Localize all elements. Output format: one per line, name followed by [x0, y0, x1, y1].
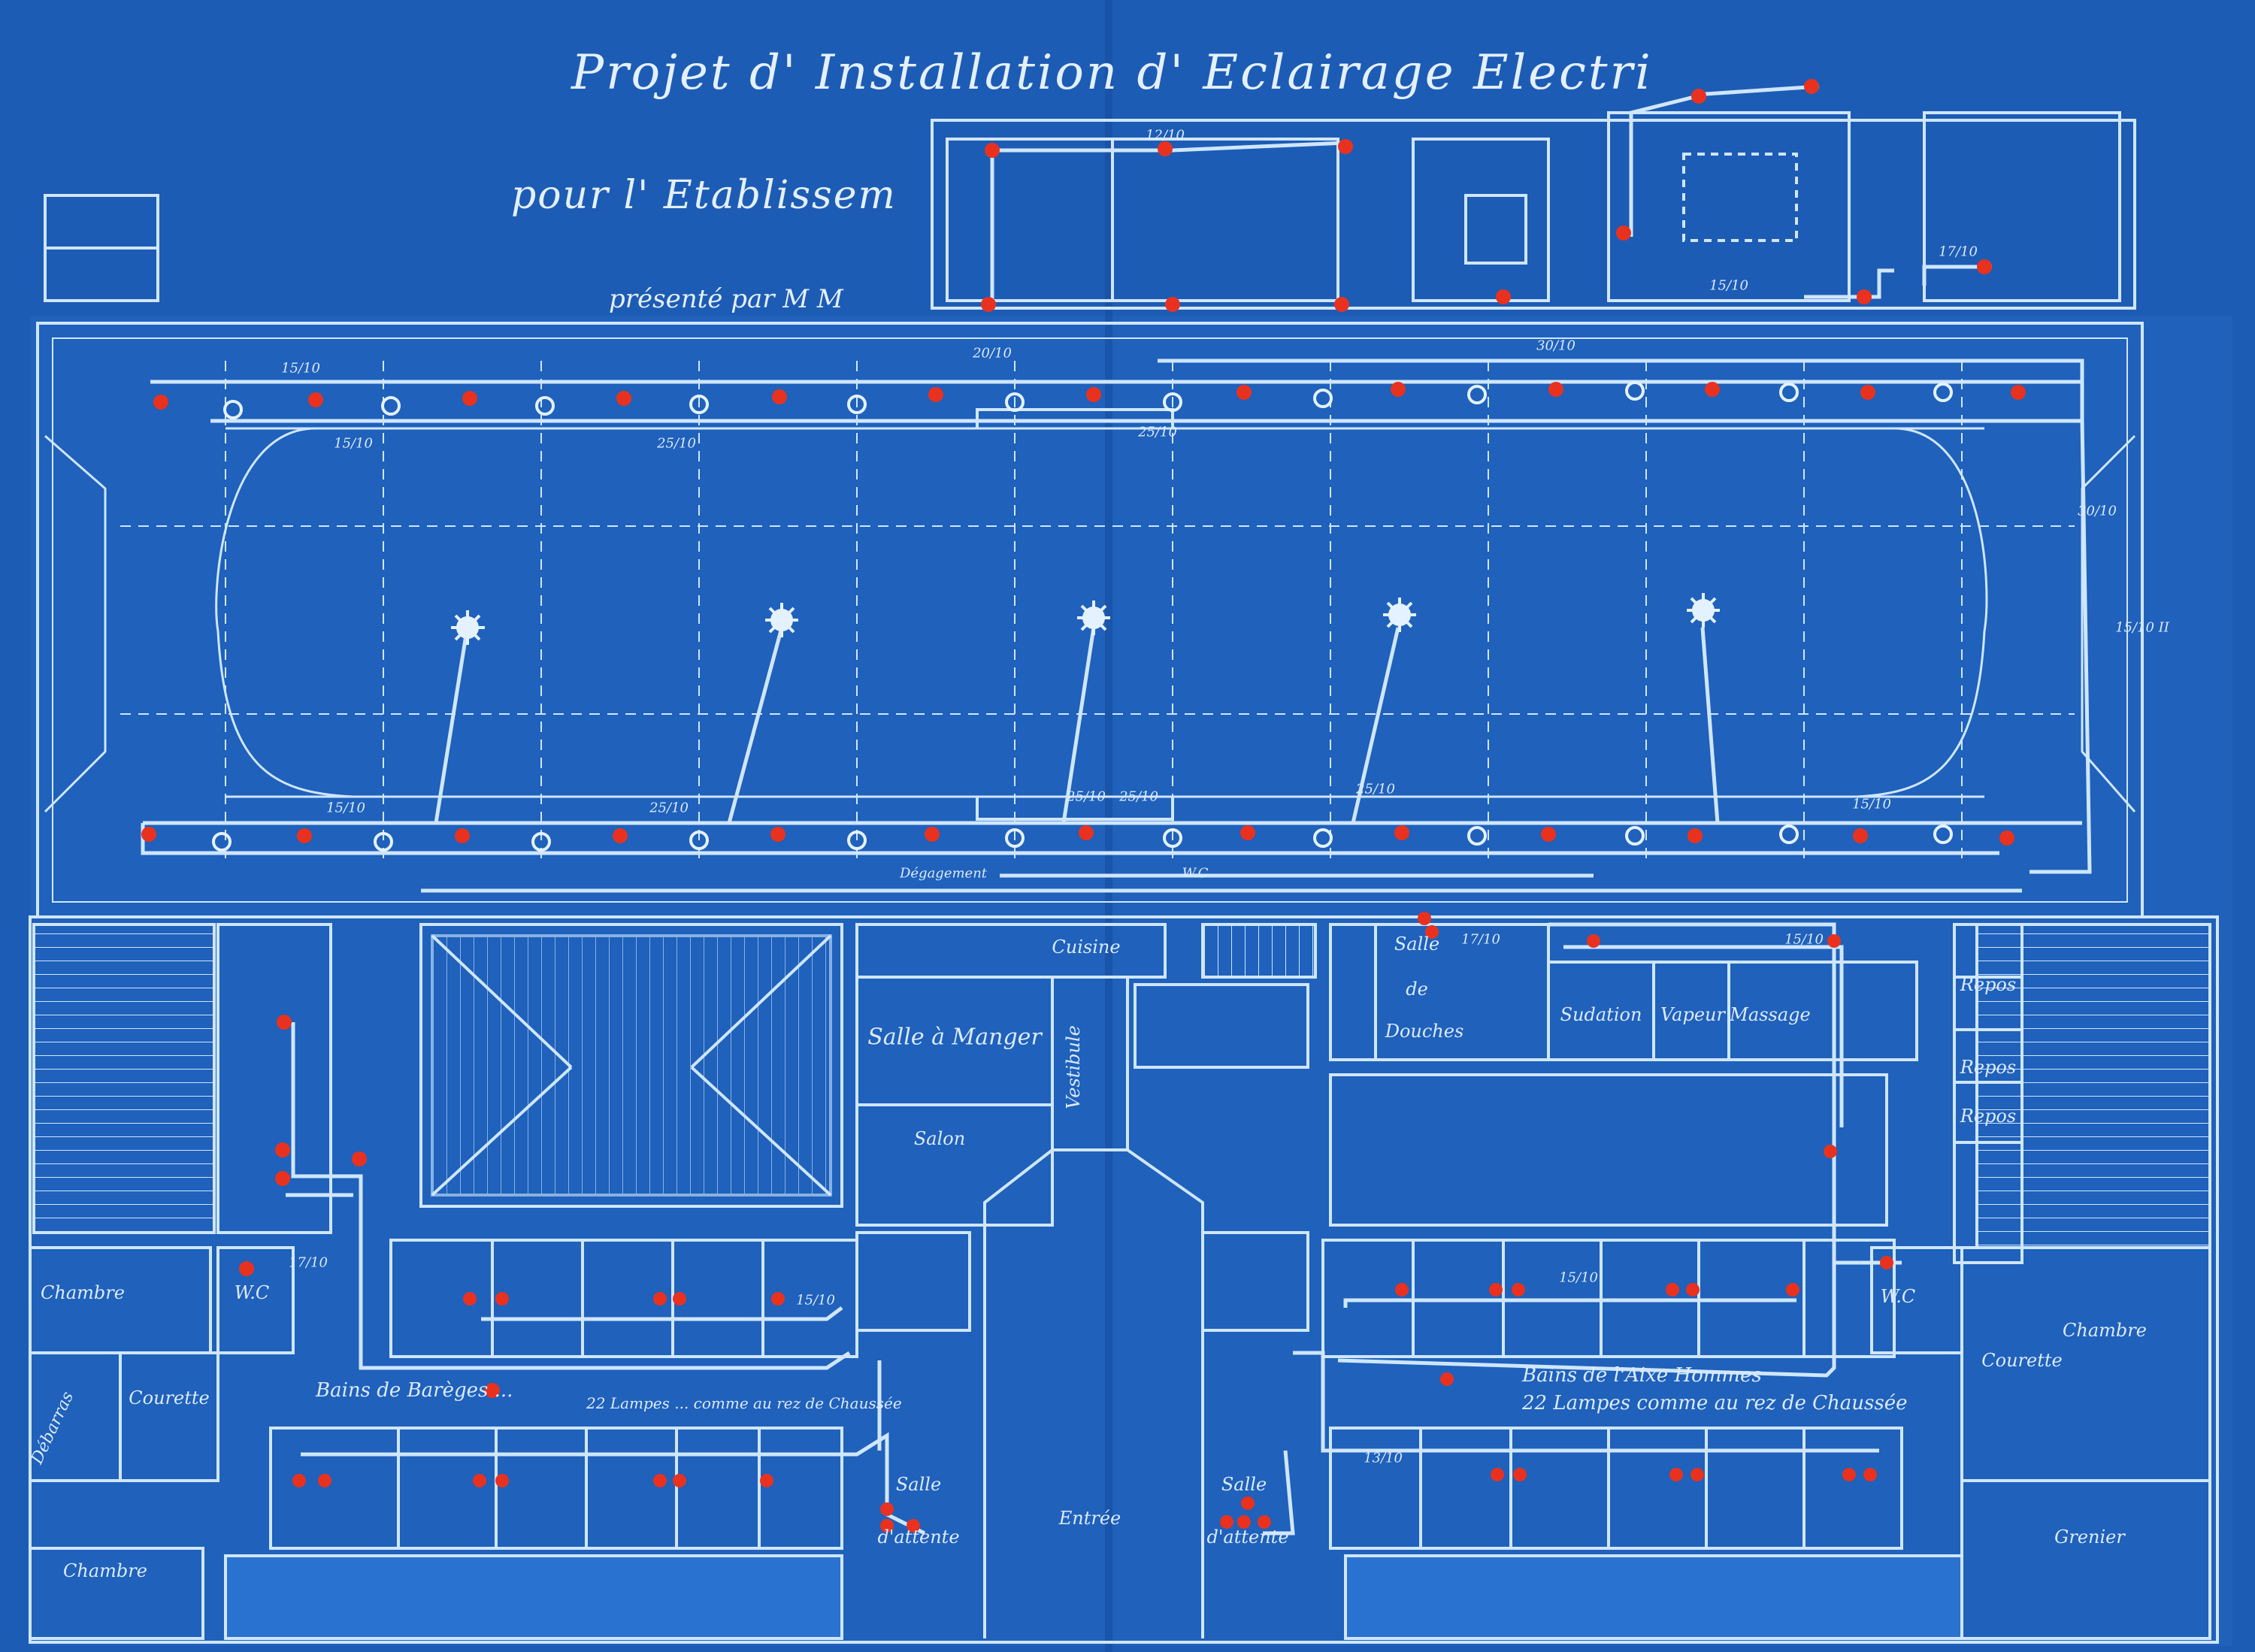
fold-line [1105, 0, 1112, 1652]
plan-title: Projet d' Installation d' Eclairage Elec… [571, 45, 1653, 101]
wire-size-mark: 12/10 [1146, 127, 1185, 144]
note-bains-east: Bains de l'Aixe Hommes [1522, 1364, 1762, 1387]
room-label-courette-west: Courette [129, 1387, 210, 1408]
note-bains-east-2: 22 Lampes comme au rez de Chaussée [1522, 1392, 1908, 1414]
room-label-repos-1: Repos [1960, 974, 2017, 995]
plan-subtitle: pour l' Etablissem [511, 173, 897, 218]
wire-size-mark: 30/10 [2078, 503, 2117, 519]
wire-size-mark: 17/10 [1939, 244, 1978, 260]
room-label-wc-east: W.C [1880, 1286, 1916, 1307]
wire-size-mark: 15/10 II [2115, 619, 2169, 636]
wire-size-mark: 15/10 [1559, 1269, 1598, 1286]
room-label-cuisine: Cuisine [1052, 936, 1121, 958]
wire-size-mark: 25/10 [1119, 788, 1158, 805]
wire-size-mark: 25/10 [1356, 781, 1395, 797]
chandelier-icon [1383, 598, 1416, 632]
wire-size-mark: 15/10 [326, 800, 365, 816]
room-label-douches: Douches [1385, 1021, 1464, 1042]
wire-size-mark: 25/10 [1138, 424, 1177, 440]
wire-size-mark: 25/10 [1067, 788, 1106, 805]
hall-dashed-grid [120, 361, 2075, 864]
room-label-courette-east: Courette [1981, 1350, 2063, 1371]
room-label-repos-3: Repos [1960, 1106, 2017, 1127]
wire-size-mark: 15/10 [796, 1292, 835, 1309]
room-label-entree: Entrée [1058, 1508, 1121, 1529]
wire-size-mark: 17/10 [289, 1254, 328, 1271]
wire-size-mark: 13/10 [1364, 1450, 1403, 1466]
room-label-salle-attente-1: Salle [895, 1474, 942, 1495]
room-label-attente-2: d'attente [1206, 1526, 1289, 1548]
ground-floor-plan [29, 915, 2219, 1644]
room-label-salle-a-manger: Salle à Manger [867, 1024, 1042, 1051]
wire-size-mark: 15/10 [1709, 277, 1748, 294]
room-label-sudation: Sudation [1560, 1004, 1642, 1025]
chandelier-icon [1077, 601, 1110, 635]
room-label-salon: Salon [913, 1128, 966, 1149]
wall-lamp-icons [212, 381, 1953, 852]
room-label-chambre-east: Chambre [2063, 1320, 2147, 1341]
plan-presenter: présenté par M M [609, 284, 843, 314]
chandelier-icon [1687, 593, 1720, 628]
wire-size-mark: 20/10 [973, 345, 1012, 362]
ground-floor-wiring [286, 922, 1902, 1536]
lamp-markers [141, 79, 2026, 1532]
room-label-massage: Massage [1730, 1004, 1811, 1025]
room-label-vapeur: Vapeur [1660, 1004, 1725, 1025]
room-label-wc-corridor: W.C [1182, 865, 1209, 882]
wire-size-mark: 17/10 [1461, 931, 1500, 948]
room-label-chambre-west: Chambre [41, 1282, 125, 1303]
wire-size-mark: 15/10 [1852, 796, 1891, 812]
note-bains-west-2: 22 Lampes ... comme au rez de Chaussée [586, 1394, 902, 1412]
wire-size-mark: 25/10 [657, 435, 696, 452]
room-label-chambre-sw: Chambre [63, 1560, 147, 1581]
room-label-repos-2: Repos [1960, 1057, 2017, 1078]
room-label-vestibule: Vestibule [1063, 1025, 1084, 1109]
room-label-attente-1: d'attente [877, 1526, 960, 1548]
top-annex-plan [44, 111, 2136, 310]
room-label-grenier: Grenier [2054, 1526, 2125, 1548]
wire-size-mark: 25/10 [649, 800, 689, 816]
chandelier-icon [765, 603, 798, 637]
room-label-wc-west: W.C [234, 1282, 270, 1303]
upper-sheet [30, 316, 2232, 1646]
note-bains-west: Bains de Barèges ... [316, 1379, 513, 1402]
chandelier-icon [451, 610, 485, 645]
wire-size-mark: 30/10 [1536, 337, 1575, 354]
room-label-salle-attente-2: Salle [1221, 1474, 1267, 1495]
wire-size-mark: 15/10 [334, 435, 373, 452]
wire-size-mark: 15/10 [281, 360, 320, 377]
room-label-de: de [1406, 979, 1428, 1000]
wire-size-mark: 15/10 [1784, 931, 1824, 948]
room-label-degagement: Dégagement [899, 865, 988, 882]
room-label-salle: Salle [1394, 933, 1440, 955]
